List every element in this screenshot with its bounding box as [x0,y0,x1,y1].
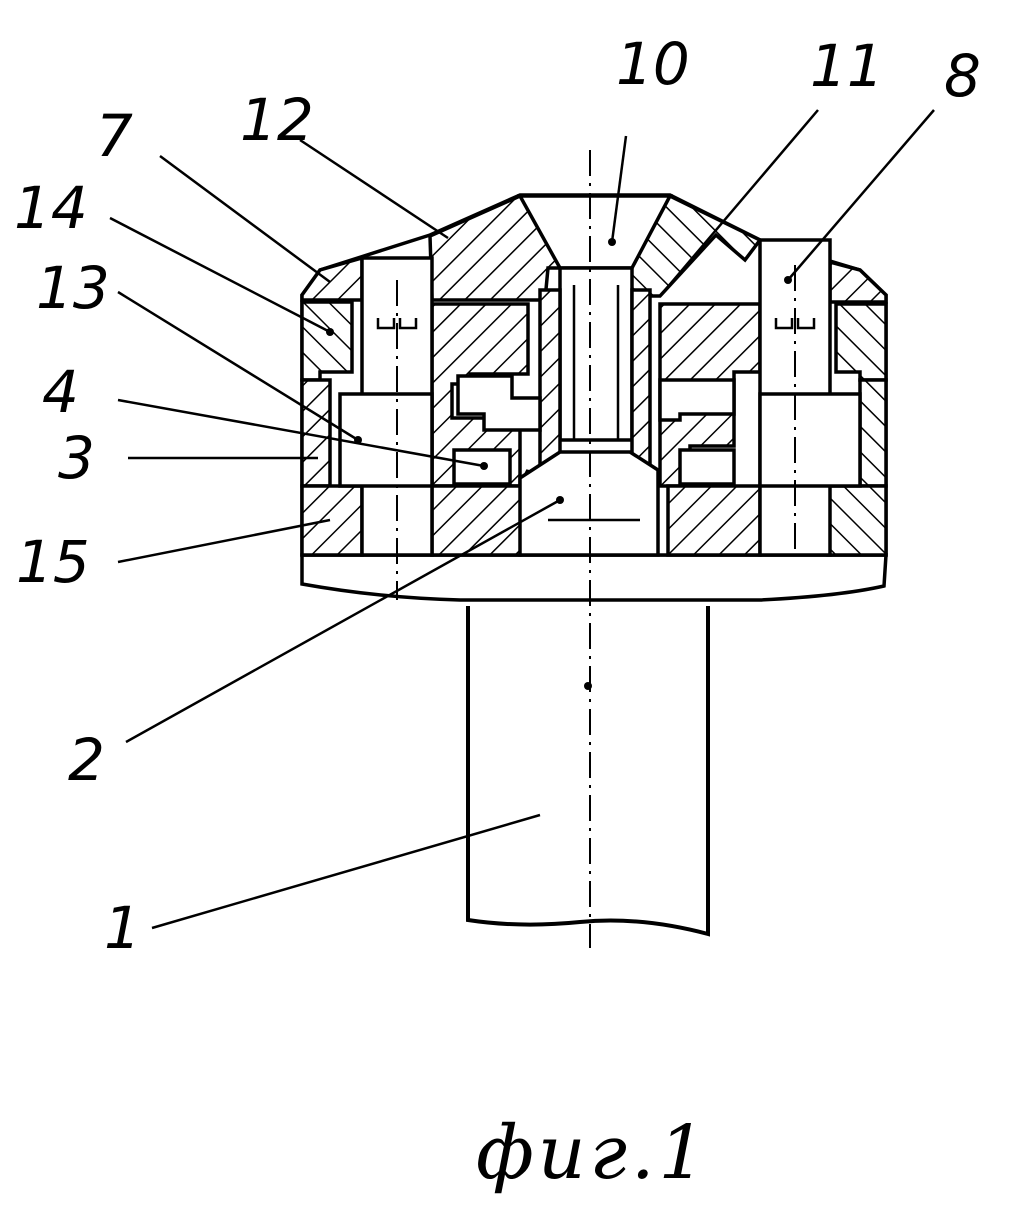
label-2: 2 [68,726,105,794]
label-3: 3 [58,424,95,492]
label-13: 13 [36,254,110,322]
figure-caption: фиг.1 [476,1110,710,1196]
label-11: 11 [810,32,884,100]
label-15: 15 [16,528,90,596]
central-plunger [520,196,670,470]
base-flange [302,555,886,600]
label-4: 4 [42,358,79,426]
label-7: 7 [96,102,133,170]
label-10: 10 [616,30,690,98]
shaft [468,606,708,934]
label-8: 8 [944,42,981,110]
label-14: 14 [14,174,88,242]
label-12: 12 [240,86,314,154]
label-1: 1 [104,894,141,962]
